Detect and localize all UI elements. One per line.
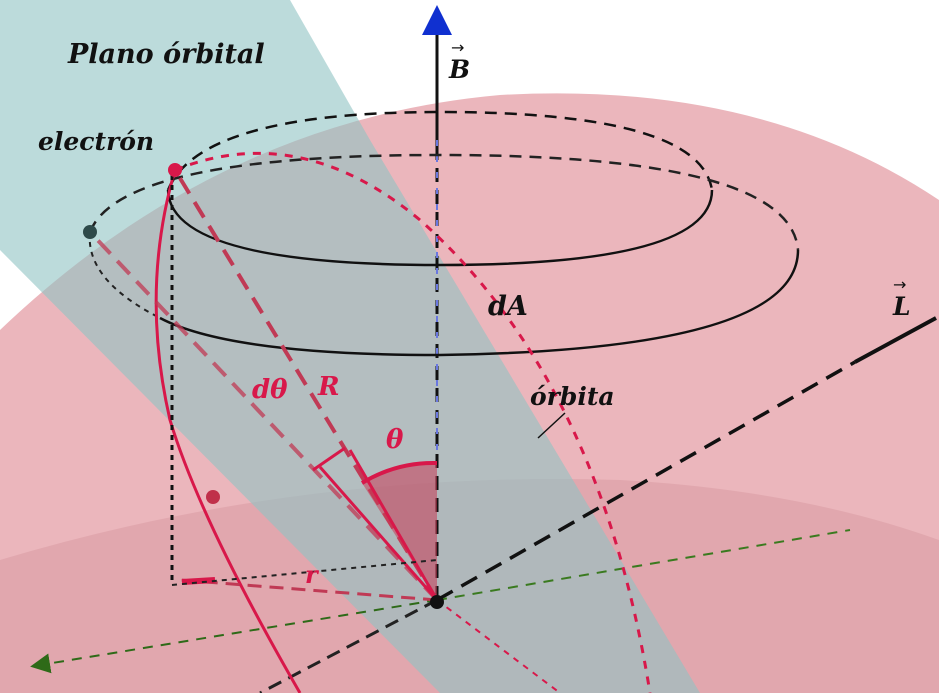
- lower-ellipse-left: [88, 231, 161, 319]
- orbit-solid-arc: [154, 169, 302, 693]
- base-link: [171, 559, 438, 586]
- l-vector-label: L: [892, 292, 911, 321]
- upper-ellipse-back: [166, 110, 714, 191]
- small-r-red-arrow: [181, 577, 216, 585]
- l-axis-solid: [854, 316, 937, 364]
- electron-image-dot: [83, 225, 97, 239]
- d-theta-label: dθ: [252, 375, 288, 405]
- plane-label: Plano órbital: [67, 39, 265, 70]
- orbit-dashed-arc: [174, 151, 652, 693]
- big-r-label: R: [317, 372, 340, 402]
- b-vector-arrow-glyph: →: [451, 38, 464, 57]
- r-vector-line-2: [88, 230, 439, 602]
- orbit-label: órbita: [530, 382, 615, 411]
- electron-dot: [168, 163, 182, 177]
- red-dashed-ray: [436, 599, 561, 693]
- x-axis-left: [30, 599, 438, 674]
- area-label: dA: [488, 291, 528, 322]
- lower-ellipse-back: [88, 153, 800, 251]
- d-theta-tick: [312, 446, 346, 472]
- small-r-label: r: [305, 560, 320, 589]
- theta-label: θ: [386, 425, 404, 455]
- d-theta-ray: [318, 466, 439, 601]
- orbit-marker-dot: [206, 490, 220, 504]
- orbit-pointer: [537, 412, 566, 439]
- electron-label: electrón: [38, 127, 154, 156]
- theta-ray: [348, 449, 439, 601]
- b-vector-label: B: [448, 55, 470, 84]
- l-axis: [436, 360, 856, 602]
- x-axis-right: [436, 529, 851, 601]
- origin-dot: [430, 595, 444, 609]
- lower-ellipse-front: [159, 249, 800, 357]
- l-vector-arrow-glyph: →: [893, 275, 906, 294]
- upper-ellipse-front: [166, 189, 714, 267]
